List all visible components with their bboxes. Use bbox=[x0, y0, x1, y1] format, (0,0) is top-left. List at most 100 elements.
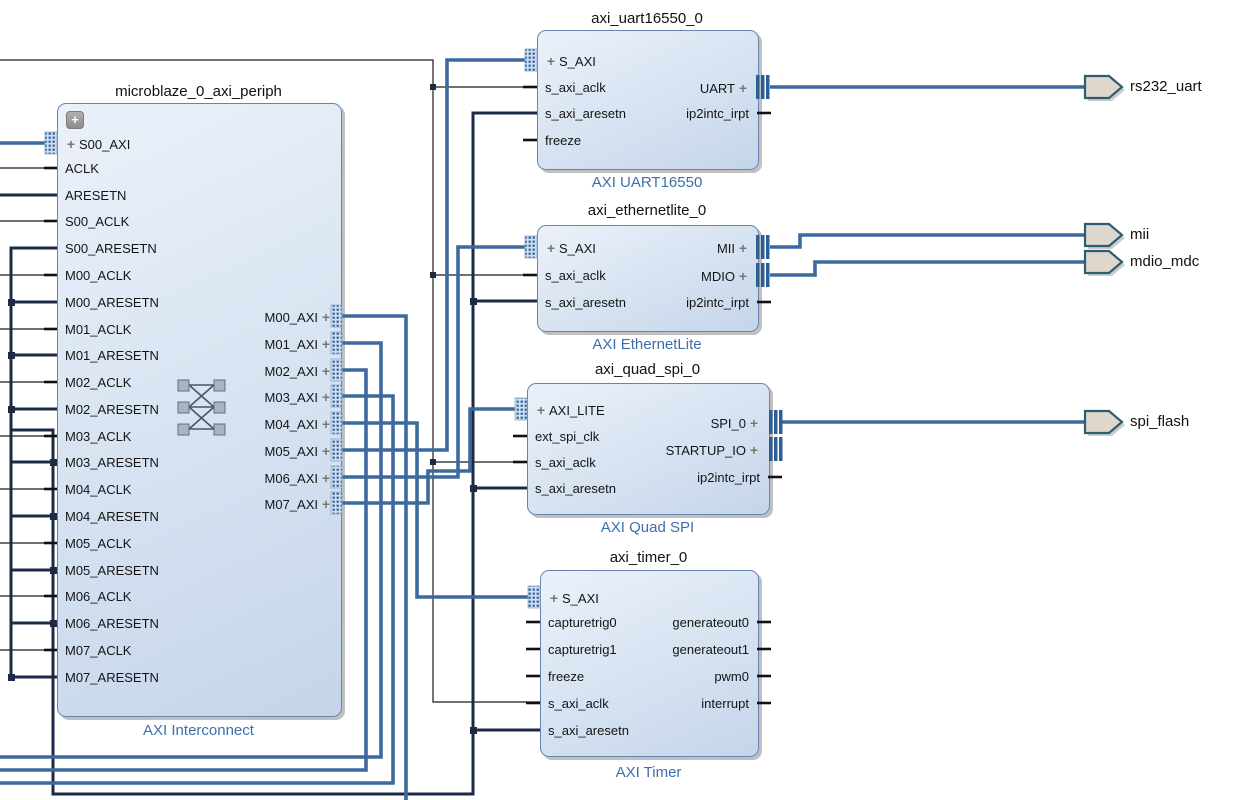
pin-m02-aresetn[interactable]: M02_ARESETN bbox=[65, 402, 159, 417]
pin-m03-aresetn[interactable]: M03_ARESETN bbox=[65, 455, 159, 470]
pin-s-axi-aclk[interactable]: s_axi_aclk bbox=[548, 696, 609, 711]
external-port-mdio-mdc[interactable] bbox=[1083, 249, 1125, 276]
pin-ext-spi-clk[interactable]: ext_spi_clk bbox=[535, 429, 600, 444]
bars-spi-0 bbox=[769, 410, 783, 434]
pin-capturetrig0[interactable]: capturetrig0 bbox=[548, 615, 617, 630]
pin-s-axi-aclk[interactable]: s_axi_aclk bbox=[535, 455, 596, 470]
pin-s00-aresetn[interactable]: S00_ARESETN bbox=[65, 241, 157, 256]
wire-m00-axi bbox=[342, 314, 408, 800]
pin-pwm0[interactable]: pwm0 bbox=[714, 669, 749, 684]
port-marker-eth-s-axi bbox=[524, 235, 538, 259]
expand-plus-icon[interactable]: + bbox=[738, 240, 748, 256]
expand-plus-icon[interactable]: + bbox=[549, 590, 559, 606]
bus-pin-m06-axi[interactable]: M06_AXI+ bbox=[264, 470, 331, 486]
pin-generateout0[interactable]: generateout0 bbox=[672, 615, 749, 630]
bus-pin-m03-axi[interactable]: M03_AXI+ bbox=[264, 389, 331, 405]
pin-m00-aclk[interactable]: M00_ACLK bbox=[65, 268, 132, 283]
pin-m07-aclk[interactable]: M07_ACLK bbox=[65, 643, 132, 658]
expand-plus-icon[interactable]: + bbox=[321, 496, 331, 512]
external-port-label-mii[interactable]: mii bbox=[1130, 226, 1150, 243]
external-port-spi-flash[interactable] bbox=[1083, 409, 1125, 436]
block-axi-ethernetlite[interactable]: +S_AXI s_axi_aclk s_axi_aresetn MII+ MDI… bbox=[537, 225, 759, 332]
expand-plus-icon[interactable]: + bbox=[321, 443, 331, 459]
bus-pin-s-axi[interactable]: +S_AXI bbox=[549, 590, 599, 606]
expand-plus-icon[interactable]: + bbox=[321, 309, 331, 325]
wire-m06-to-eth bbox=[342, 245, 525, 479]
pin-m07-aresetn[interactable]: M07_ARESETN bbox=[65, 670, 159, 685]
external-port-label-rs232-uart[interactable]: rs232_uart bbox=[1130, 78, 1202, 95]
expand-plus-icon[interactable]: + bbox=[66, 136, 76, 152]
collapse-block-button[interactable]: + bbox=[66, 111, 84, 129]
pin-freeze[interactable]: freeze bbox=[548, 669, 585, 684]
pin-m05-aresetn[interactable]: M05_ARESETN bbox=[65, 563, 159, 578]
pin-interrupt[interactable]: interrupt bbox=[701, 696, 749, 711]
expand-plus-icon[interactable]: + bbox=[321, 363, 331, 379]
bus-pin-m02-axi[interactable]: M02_AXI+ bbox=[264, 363, 331, 379]
pin-m04-aresetn[interactable]: M04_ARESETN bbox=[65, 509, 159, 524]
expand-plus-icon[interactable]: + bbox=[546, 240, 556, 256]
bus-pin-mdio[interactable]: MDIO+ bbox=[701, 268, 748, 284]
external-port-label-mdio-mdc[interactable]: mdio_mdc bbox=[1130, 253, 1200, 270]
bus-pin-m00-axi[interactable]: M00_AXI+ bbox=[264, 309, 331, 325]
expand-plus-icon[interactable]: + bbox=[749, 415, 759, 431]
expand-plus-icon[interactable]: + bbox=[321, 336, 331, 352]
pin-s-axi-aresetn[interactable]: s_axi_aresetn bbox=[545, 106, 626, 121]
wire-mii bbox=[770, 233, 1085, 249]
bus-pin-axi-lite[interactable]: +AXI_LITE bbox=[536, 402, 605, 418]
pin-aclk[interactable]: ACLK bbox=[65, 161, 99, 176]
expand-plus-icon[interactable]: + bbox=[321, 416, 331, 432]
expand-plus-icon[interactable]: + bbox=[321, 470, 331, 486]
bus-pin-m07-axi[interactable]: M07_AXI+ bbox=[264, 496, 331, 512]
pin-m05-aclk[interactable]: M05_ACLK bbox=[65, 536, 132, 551]
bus-pin-m05-axi[interactable]: M05_AXI+ bbox=[264, 443, 331, 459]
pin-m03-aclk[interactable]: M03_ACLK bbox=[65, 429, 132, 444]
pin-m01-aclk[interactable]: M01_ACLK bbox=[65, 322, 132, 337]
expand-plus-icon[interactable]: + bbox=[738, 80, 748, 96]
pin-m00-aresetn[interactable]: M00_ARESETN bbox=[65, 295, 159, 310]
external-port-rs232-uart[interactable] bbox=[1083, 74, 1125, 101]
bus-pin-s-axi[interactable]: +S_AXI bbox=[546, 53, 596, 69]
pin-freeze[interactable]: freeze bbox=[545, 133, 582, 148]
bus-pin-uart[interactable]: UART+ bbox=[699, 80, 748, 96]
pin-aresetn[interactable]: ARESETN bbox=[65, 188, 127, 203]
pin-m02-aclk[interactable]: M02_ACLK bbox=[65, 375, 132, 390]
bus-pin-m04-axi[interactable]: M04_AXI+ bbox=[264, 416, 331, 432]
pin-ip2intc-irpt[interactable]: ip2intc_irpt bbox=[697, 470, 760, 485]
pin-capturetrig1[interactable]: capturetrig1 bbox=[548, 642, 617, 657]
pin-ip2intc-irpt[interactable]: ip2intc_irpt bbox=[686, 106, 749, 121]
block-title-quad-spi: axi_quad_spi_0 bbox=[594, 361, 701, 378]
expand-plus-icon[interactable]: + bbox=[738, 268, 748, 284]
bus-pin-s00-axi[interactable]: +S00_AXI bbox=[66, 136, 131, 152]
block-axi-quad-spi[interactable]: +AXI_LITE ext_spi_clk s_axi_aclk s_axi_a… bbox=[527, 383, 770, 515]
expand-plus-icon[interactable]: + bbox=[536, 402, 546, 418]
bus-pin-mii[interactable]: MII+ bbox=[716, 240, 748, 256]
pin-s00-aclk[interactable]: S00_ACLK bbox=[65, 214, 130, 229]
expand-plus-icon[interactable]: + bbox=[749, 442, 759, 458]
pin-s-axi-aresetn[interactable]: s_axi_aresetn bbox=[545, 295, 626, 310]
port-marker-spi-axi-lite bbox=[514, 397, 528, 421]
bus-pin-m01-axi[interactable]: M01_AXI+ bbox=[264, 336, 331, 352]
pin-m06-aresetn[interactable]: M06_ARESETN bbox=[65, 616, 159, 631]
block-axi-timer[interactable]: +S_AXI capturetrig0 capturetrig1 freeze … bbox=[540, 570, 759, 757]
bus-pin-spi-0[interactable]: SPI_0+ bbox=[710, 415, 759, 431]
bus-pin-startup-io[interactable]: STARTUP_IO+ bbox=[665, 442, 759, 458]
block-axi-interconnect[interactable]: + +S00_AXI ACLK ARESETN S00_ACLK S00_ARE… bbox=[57, 103, 342, 717]
pin-m06-aclk[interactable]: M06_ACLK bbox=[65, 589, 132, 604]
pin-s-axi-aresetn[interactable]: s_axi_aresetn bbox=[535, 481, 616, 496]
pin-s-axi-aresetn[interactable]: s_axi_aresetn bbox=[548, 723, 629, 738]
pin-generateout1[interactable]: generateout1 bbox=[672, 642, 749, 657]
pin-ip2intc-irpt[interactable]: ip2intc_irpt bbox=[686, 295, 749, 310]
expand-plus-icon[interactable]: + bbox=[321, 389, 331, 405]
pin-m04-aclk[interactable]: M04_ACLK bbox=[65, 482, 132, 497]
block-type-label-quad-spi: AXI Quad SPI bbox=[600, 519, 695, 536]
block-axi-uart16550[interactable]: +S_AXI s_axi_aclk s_axi_aresetn freeze U… bbox=[537, 30, 759, 170]
expand-plus-icon[interactable]: + bbox=[546, 53, 556, 69]
external-port-label-spi-flash[interactable]: spi_flash bbox=[1130, 413, 1190, 430]
pin-s-axi-aclk[interactable]: s_axi_aclk bbox=[545, 80, 606, 95]
external-port-mii[interactable] bbox=[1083, 222, 1125, 249]
pin-s-axi-aclk[interactable]: s_axi_aclk bbox=[545, 268, 606, 283]
bus-pin-s-axi[interactable]: +S_AXI bbox=[546, 240, 596, 256]
wire-m07-to-spi bbox=[342, 407, 515, 505]
pin-m01-aresetn[interactable]: M01_ARESETN bbox=[65, 348, 159, 363]
